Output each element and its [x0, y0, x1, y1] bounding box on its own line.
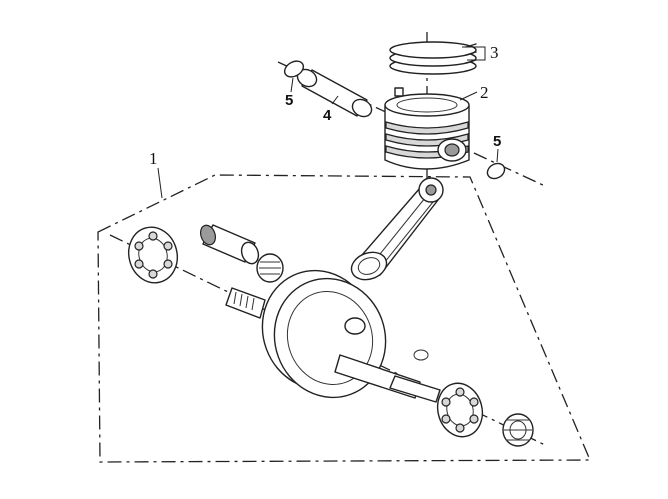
piston-pin-part	[296, 68, 373, 118]
bearing-left-part	[128, 226, 178, 284]
leader-5a	[290, 77, 294, 93]
callout-2: 2	[480, 83, 489, 102]
leader-2	[459, 91, 478, 101]
callout-4: 4	[323, 107, 332, 124]
circlip-right-part	[486, 162, 506, 180]
sleeve-part	[199, 224, 260, 265]
crankshaft-part	[225, 269, 441, 403]
piston-part	[384, 87, 470, 170]
leader-4	[331, 95, 339, 105]
circlip-left-part	[283, 60, 305, 78]
leader-3	[462, 46, 486, 61]
gear-right-part	[502, 413, 534, 447]
needle-bearing-part	[256, 253, 284, 283]
piston-rings-part	[389, 41, 477, 75]
leader-1	[157, 167, 163, 199]
callout-5b: 5	[493, 133, 501, 150]
bearing-right-part	[436, 382, 484, 438]
connecting-rod-part	[350, 177, 444, 281]
callout-1: 1	[149, 149, 158, 168]
callout-3: 3	[490, 43, 499, 62]
leader-5b	[496, 148, 499, 163]
assembly-boundary	[97, 174, 591, 463]
callout-5a: 5	[285, 92, 293, 109]
